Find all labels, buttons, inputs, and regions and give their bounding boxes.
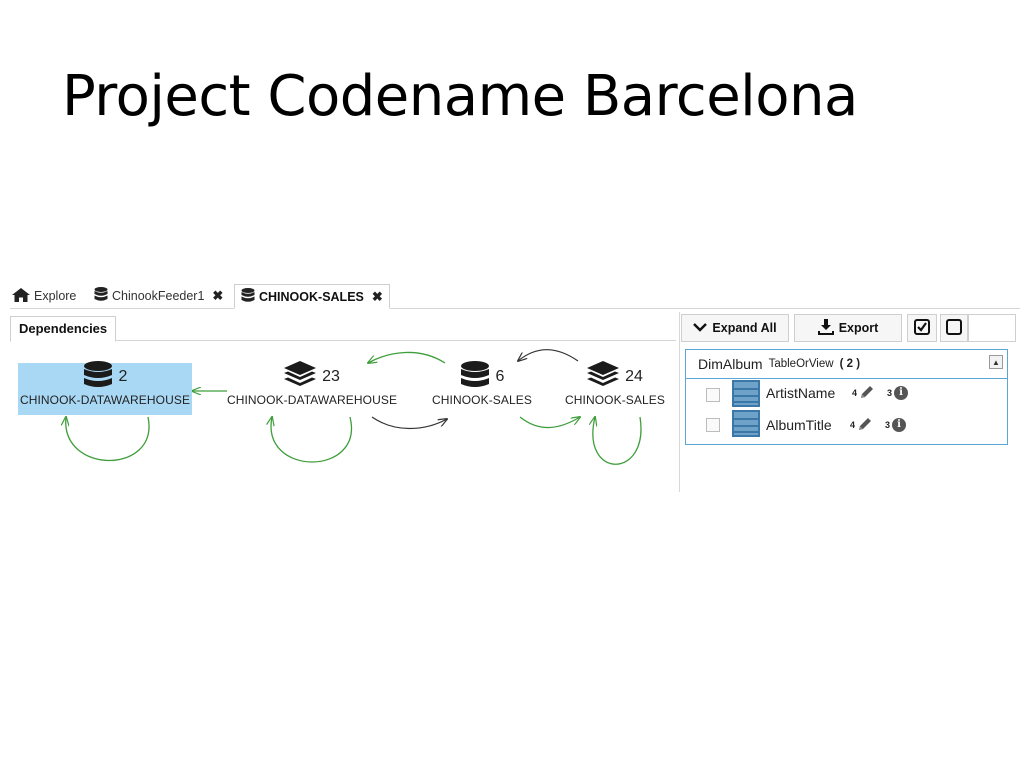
- export-button[interactable]: Export: [794, 314, 902, 342]
- check-all-button[interactable]: [907, 314, 937, 342]
- dependency-graph: 2 CHINOOK-DATAWAREHOUSE 23 CHINOOK-DATAW…: [10, 345, 676, 485]
- node-name: CHINOOK-SALES: [565, 393, 665, 407]
- edit-count: 4: [852, 388, 858, 398]
- pencil-icon[interactable]: [859, 384, 875, 403]
- node-name: CHINOOK-DATAWAREHOUSE: [226, 393, 398, 407]
- tab-chinook-sales[interactable]: CHINOOK-SALES ✖: [234, 284, 390, 309]
- column-name: ArtistName: [766, 385, 836, 401]
- slide-title: Project Codename Barcelona: [62, 64, 858, 129]
- collapse-up-icon[interactable]: ▲: [989, 355, 1003, 369]
- panel-divider: [679, 312, 680, 492]
- arrow-dw-to-sales: [371, 416, 447, 430]
- table-card: DimAlbum TableOrView ( 2 ) ▲ ArtistName …: [685, 349, 1008, 445]
- table-kind: TableOrView: [768, 358, 834, 370]
- download-icon: [817, 318, 834, 338]
- tab-explore[interactable]: Explore: [12, 286, 76, 306]
- column-count: ( 2 ): [839, 358, 861, 370]
- checked-box-icon: [914, 318, 930, 338]
- expand-all-button[interactable]: Expand All: [681, 314, 789, 342]
- column-checkbox[interactable]: [706, 388, 720, 402]
- column-row: AlbumTitle 4 3 i: [686, 410, 1007, 440]
- database-icon: [460, 360, 490, 394]
- arrow-sales-to-sales-back: [519, 417, 580, 429]
- database-icon: [94, 287, 108, 305]
- layers-icon: [587, 360, 620, 394]
- table-card-header[interactable]: DimAlbum TableOrView ( 2 ) ▲: [686, 350, 1007, 379]
- dependency-node[interactable]: 23 CHINOOK-DATAWAREHOUSE: [220, 360, 404, 415]
- info-icon[interactable]: i: [892, 418, 907, 432]
- node-count: 6: [495, 368, 505, 385]
- home-icon: [12, 287, 30, 305]
- dependency-node[interactable]: 24 CHINOOK-SALES: [558, 360, 672, 415]
- uncheck-all-button[interactable]: [940, 314, 968, 342]
- tab-label: Explore: [34, 289, 77, 303]
- dependency-node[interactable]: 2 CHINOOK-DATAWAREHOUSE: [18, 360, 192, 415]
- column-name: AlbumTitle: [766, 417, 832, 433]
- database-icon: [241, 287, 255, 306]
- self-loop-node2: [271, 417, 353, 463]
- pencil-icon[interactable]: [857, 416, 873, 435]
- edit-count: 4: [850, 420, 856, 430]
- node-count: 2: [118, 368, 128, 385]
- node-count: 23: [322, 368, 340, 385]
- node-name: CHINOOK-SALES: [432, 393, 532, 407]
- dependency-node[interactable]: 6 CHINOOK-SALES: [420, 360, 544, 415]
- tab-dependencies[interactable]: Dependencies: [10, 316, 117, 342]
- empty-box-icon: [946, 318, 962, 338]
- close-icon[interactable]: ✖: [212, 288, 224, 303]
- column-row: ArtistName 4 3 i: [686, 378, 1007, 408]
- tab-chinookfeeder1[interactable]: ChinookFeeder1 ✖: [94, 286, 223, 306]
- arrow-sales-to-dw: [368, 351, 446, 363]
- column-meta: 4 3 i: [850, 416, 907, 435]
- table-name: DimAlbum: [698, 356, 763, 372]
- self-loop-node1: [66, 417, 150, 461]
- layers-icon: [284, 360, 317, 394]
- database-icon: [83, 360, 113, 394]
- table-icon: [732, 380, 760, 407]
- export-label: Export: [838, 321, 879, 335]
- node-count: 24: [625, 368, 643, 385]
- document-tab-strip: Explore ChinookFeeder1 ✖ CHINOOK-SALES ✖: [10, 284, 1020, 309]
- self-loop-node4: [593, 417, 642, 465]
- tab-label: CHINOOK-SALES: [259, 289, 364, 304]
- info-icon[interactable]: i: [894, 386, 909, 400]
- column-checkbox[interactable]: [706, 418, 720, 432]
- arrow-sales-to-sales: [518, 349, 579, 361]
- info-count: 3: [885, 420, 891, 430]
- dependency-arrows: [10, 349, 642, 465]
- dependencies-header: Dependencies: [10, 314, 676, 342]
- node-name: CHINOOK-DATAWAREHOUSE: [19, 393, 191, 407]
- expand-all-label: Expand All: [712, 321, 777, 335]
- toolbar-blank-field[interactable]: [968, 314, 1016, 342]
- column-meta: 4 3 i: [852, 384, 909, 403]
- chevron-down-icon: [693, 321, 708, 335]
- tab-label: ChinookFeeder1: [112, 289, 205, 303]
- close-icon[interactable]: ✖: [371, 288, 383, 304]
- info-count: 3: [887, 388, 893, 398]
- table-icon: [732, 410, 760, 437]
